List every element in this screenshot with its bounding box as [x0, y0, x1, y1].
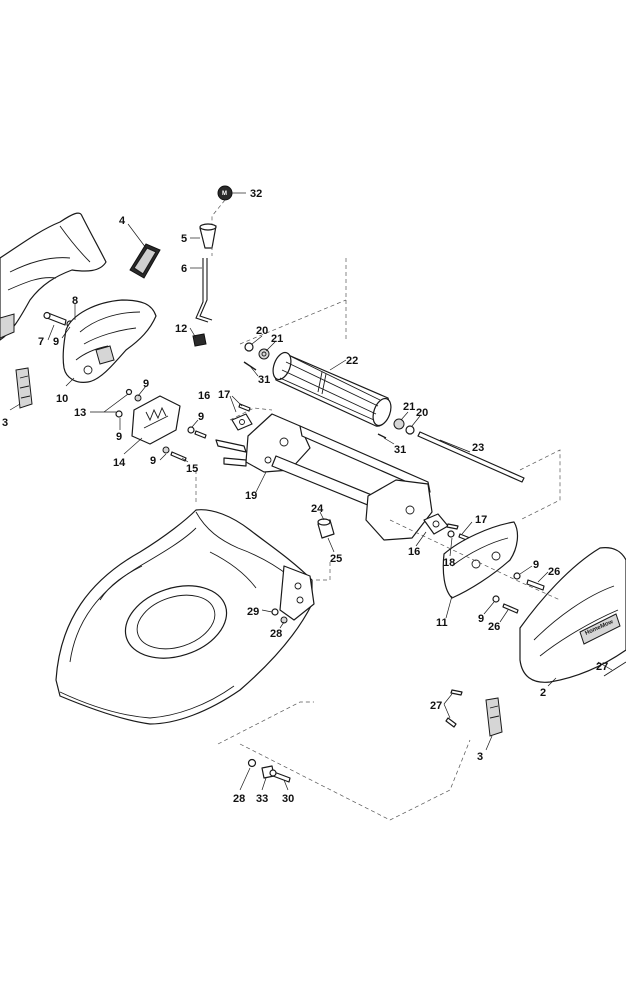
rear-cover-left [0, 212, 107, 341]
callout-15: 15 [186, 463, 198, 475]
callout-19: 19 [245, 490, 257, 502]
callout-9a: 9 [53, 336, 59, 348]
part-2-rear-cover-right: HomeMow [519, 547, 626, 683]
callout-21b: 21 [403, 401, 415, 413]
callout-16a: 16 [198, 390, 210, 402]
part-10-side-cover [62, 299, 157, 383]
callout-27b: 27 [430, 700, 442, 712]
callout-33: 33 [256, 793, 268, 805]
part-4-handle-clip [129, 243, 161, 279]
part-31-right-pin [377, 433, 387, 439]
callout-9b: 9 [143, 378, 149, 390]
callout-17a: 17 [218, 389, 230, 401]
callout-10: 10 [56, 393, 68, 405]
callout-13: 13 [74, 407, 86, 419]
part-6-rod [195, 258, 213, 323]
part-20-21-right [393, 418, 415, 435]
callout-4: 4 [119, 215, 126, 227]
callout-31a: 31 [258, 374, 270, 386]
callout-labels: 32 4 5 6 8 7 9 12 20 21 22 31 10 3 9 13 … [2, 188, 608, 805]
callout-26a: 26 [548, 566, 560, 578]
callout-8: 8 [72, 295, 78, 307]
callout-9d: 9 [116, 431, 122, 443]
callout-30: 30 [282, 793, 294, 805]
callout-32: 32 [250, 188, 262, 200]
callout-14: 14 [113, 457, 126, 469]
callout-7: 7 [38, 336, 44, 348]
callout-9c: 9 [198, 411, 204, 423]
fasteners-15-9 [162, 426, 207, 462]
part-5-plug [199, 223, 217, 249]
callout-6: 6 [181, 263, 187, 275]
callout-17b: 17 [475, 514, 487, 526]
part-3-clip-right [485, 697, 503, 737]
callout-3b: 3 [477, 751, 483, 763]
callout-28b: 28 [233, 793, 245, 805]
callout-3a: 3 [2, 417, 8, 429]
callout-9e: 9 [150, 455, 156, 467]
part-14-height-bracket [131, 395, 181, 445]
callout-9f: 9 [533, 559, 539, 571]
fasteners-9-26-right [492, 572, 545, 614]
callout-28a: 28 [270, 628, 282, 640]
part-20-21-31-left [243, 342, 270, 371]
callout-2: 2 [540, 687, 546, 699]
part-22-roller [272, 351, 392, 427]
mower-deck [55, 509, 315, 725]
callout-21a: 21 [271, 333, 283, 345]
part-23-axle [417, 431, 525, 483]
callout-29: 29 [247, 606, 259, 618]
part-16-17-18-right [423, 513, 471, 542]
callout-11: 11 [436, 617, 448, 629]
part-12-spring [192, 333, 207, 347]
callout-27a: 27 [596, 661, 608, 673]
part-3-clip-left [15, 367, 33, 409]
callout-20a: 20 [256, 325, 268, 337]
part-32-badge: M [211, 185, 233, 225]
part-27-screws [445, 689, 463, 728]
part-11-side-cover [442, 521, 519, 599]
callout-12: 12 [175, 323, 187, 335]
callout-9g: 9 [478, 613, 484, 625]
callout-24: 24 [311, 503, 324, 515]
callout-25: 25 [330, 553, 342, 565]
part-16-17-left [231, 403, 253, 431]
part-24-25-pivot [317, 518, 335, 539]
badge-text: M [222, 191, 227, 197]
callout-31b: 31 [394, 444, 406, 456]
assembly-guide-lines [195, 246, 561, 821]
callout-18: 18 [443, 557, 455, 569]
callout-20b: 20 [416, 407, 428, 419]
leader-lines [9, 192, 613, 791]
callout-26b: 26 [488, 621, 500, 633]
fasteners-13-9 [115, 388, 142, 418]
callout-5: 5 [181, 233, 187, 245]
callout-22: 22 [346, 355, 358, 367]
fasteners-28-33-30 [247, 758, 291, 783]
callout-16b: 16 [408, 546, 420, 558]
callout-23: 23 [472, 442, 484, 454]
part-19-roller-frame [215, 413, 433, 541]
